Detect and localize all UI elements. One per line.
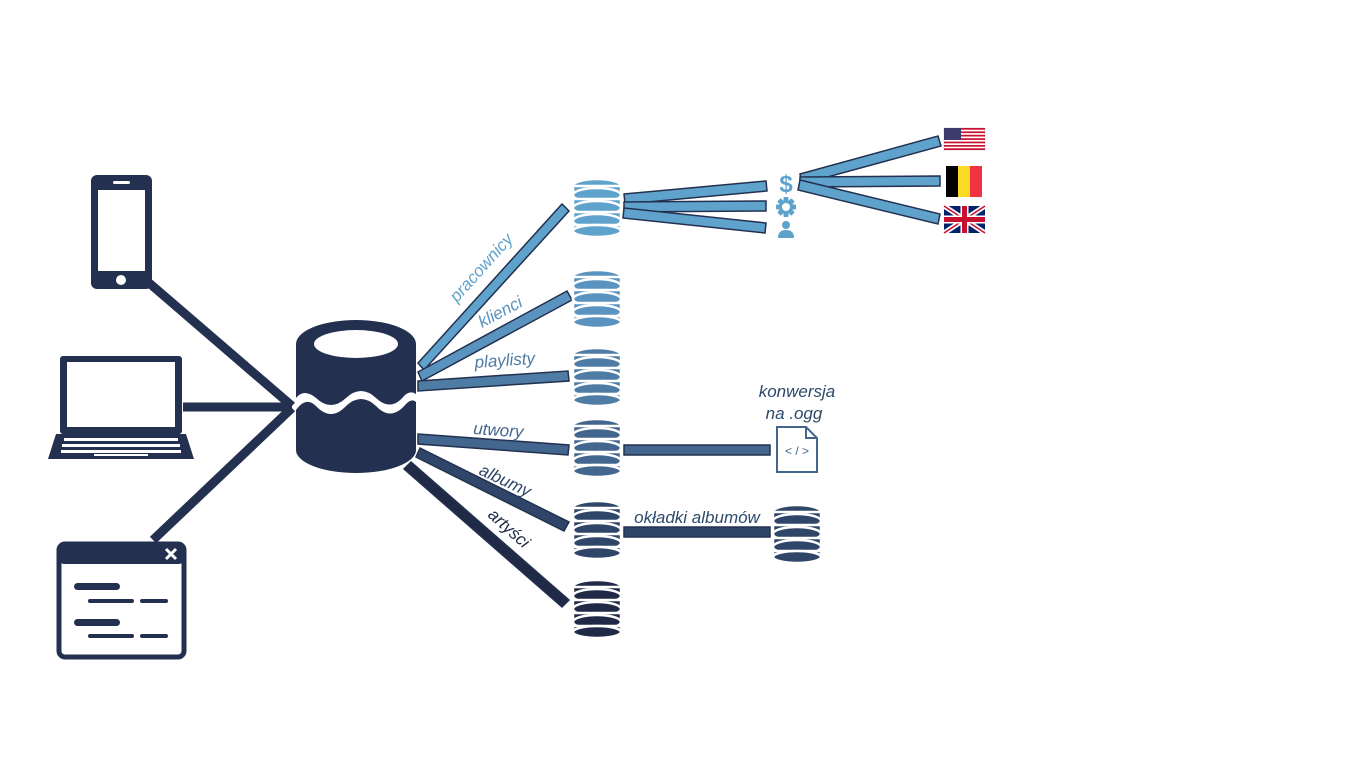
dollar-icon: $ (779, 171, 793, 198)
close-icon (164, 547, 178, 561)
database-icon-klienci (571, 268, 623, 330)
bar-artysci (402, 460, 571, 609)
database-icon-utwory (571, 417, 623, 479)
country-bars (797, 135, 942, 225)
client-connectors (145, 278, 296, 544)
connector-app (149, 404, 296, 544)
database-icon-covers (771, 503, 823, 565)
employee-attribute-bars (622, 180, 768, 234)
conversion-label-line1: konwersja (759, 382, 836, 401)
conversion-label-line2: na .ogg (766, 404, 823, 423)
laptop-icon (48, 356, 194, 459)
bar-to-uk (797, 179, 941, 225)
person-icon (778, 221, 794, 238)
database-icon-albumy (571, 499, 623, 561)
bar-utwory (417, 433, 570, 456)
bar-to-person (622, 207, 767, 234)
bar-pracownicy (417, 202, 571, 372)
code-file-icon: < / > (776, 426, 818, 473)
bar-albumy (415, 446, 571, 532)
branch-label-playlisty: playlisty (473, 349, 537, 372)
covers-label: okładki albumów (634, 508, 761, 527)
bar-to-conversion (623, 444, 771, 456)
usa-flag-icon (943, 127, 986, 151)
gear-icon (776, 197, 796, 217)
bar-to-dollar (623, 180, 768, 205)
branch-databases (571, 177, 623, 640)
data-lake-database-icon (296, 320, 416, 473)
smartphone-icon (91, 175, 152, 289)
employee-attributes: $ (776, 171, 796, 238)
database-icon-artysci (571, 578, 623, 640)
belgium-flag-icon (946, 166, 982, 197)
branch-label-utwory: utwory (473, 419, 526, 442)
uk-flag-icon (942, 203, 987, 236)
app-window-icon (56, 541, 187, 660)
code-file-glyph: < / > (785, 444, 809, 458)
database-icon-playlisty (571, 346, 623, 408)
branch-bars (402, 202, 574, 609)
bar-to-covers (623, 526, 771, 538)
bar-playlisty (417, 370, 570, 392)
connector-phone (145, 278, 295, 410)
database-icon-pracownicy (571, 177, 623, 239)
